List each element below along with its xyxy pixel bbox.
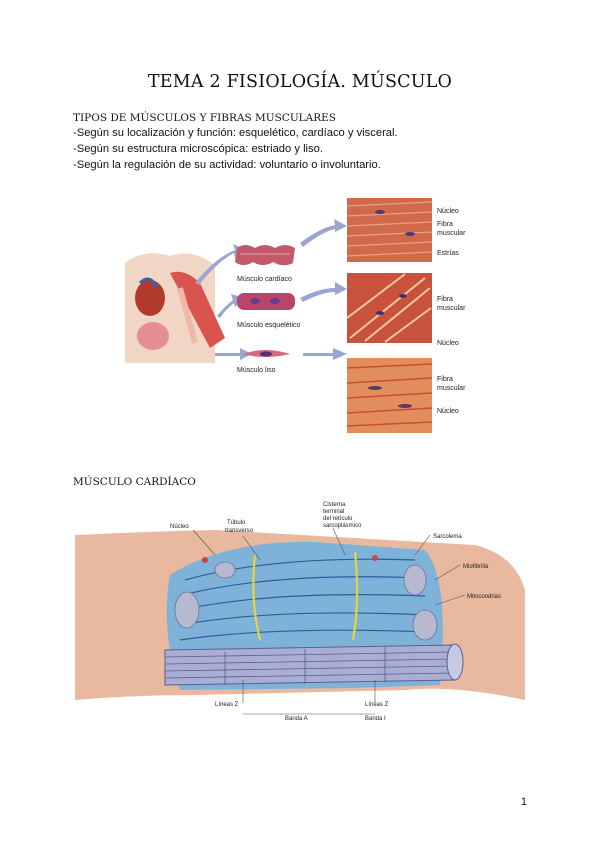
cardiac-fiber-diagram: Núcleo Túbulo transverso Cisterna termin… xyxy=(75,502,525,722)
smooth-tissue-sample xyxy=(243,350,290,357)
page-number: 1 xyxy=(520,796,527,808)
skeletal-micrograph xyxy=(346,273,432,343)
label-cistern-3: del retículo xyxy=(323,516,353,522)
label-striae: Estrías xyxy=(437,250,459,257)
label-cardiac-muscle: Músculo cardíaco xyxy=(237,276,292,283)
label-band-a: Banda A xyxy=(285,716,308,722)
label-cistern-1: Cisterna xyxy=(323,502,346,508)
label-tubule-2: transverso xyxy=(225,528,254,534)
smooth-micrograph xyxy=(346,358,433,433)
myofibril-cylinder xyxy=(164,643,464,686)
label-band-i: Banda I xyxy=(365,716,386,722)
cardiac-tissue-sample xyxy=(235,245,295,266)
label-nucleus-1: Núcleo xyxy=(437,208,459,215)
label-nucleus: Núcleo xyxy=(170,524,189,530)
label-cistern-2: terminal xyxy=(323,509,344,515)
label-fiber-3b: muscular xyxy=(437,385,466,392)
skeletal-tissue-sample xyxy=(237,293,295,310)
label-fiber-2b: muscular xyxy=(437,305,466,312)
label-fiber-3a: Fibra xyxy=(437,376,453,383)
text-line-regulation: -Según la regulación de su actividad: vo… xyxy=(73,159,381,171)
label-z-lines-right: Líneas Z xyxy=(365,702,389,708)
label-skeletal-muscle: Músculo esquelético xyxy=(237,322,301,329)
label-myofibril: Miofibrilla xyxy=(463,564,489,570)
label-tubule-1: Túbulo xyxy=(227,520,246,526)
label-fiber-1a: Fibra xyxy=(437,221,453,228)
torso-illustration xyxy=(125,253,225,363)
section-heading-muscle-types: TIPOS DE MÚSCULOS Y FIBRAS MUSCULARES xyxy=(73,112,336,124)
label-nucleus-3: Núcleo xyxy=(437,408,459,415)
cardiac-micrograph xyxy=(346,198,433,262)
label-fiber-2a: Fibra xyxy=(437,296,453,303)
text-line-structure: -Según su estructura microscópica: estri… xyxy=(73,143,323,155)
label-mitochondria: Mitocondrias xyxy=(467,594,501,600)
label-sarcolemma: Sarcolema xyxy=(433,534,462,540)
label-nucleus-2: Núcleo xyxy=(437,340,459,347)
label-z-lines-left: Líneas Z xyxy=(215,702,239,708)
text-line-location: -Según su localización y función: esquel… xyxy=(73,127,398,139)
label-smooth-muscle: Músculo liso xyxy=(237,367,276,374)
label-cistern-4: sarcoplásmico xyxy=(323,523,362,529)
muscle-types-figure: Músculo cardíaco Músculo esquelético Mús… xyxy=(125,198,466,433)
page-title: TEMA 2 FISIOLOGÍA. MÚSCULO xyxy=(147,72,453,92)
section-heading-cardiac-muscle: MÚSCULO CARDÍACO xyxy=(73,476,196,488)
label-fiber-1b: muscular xyxy=(437,230,466,237)
